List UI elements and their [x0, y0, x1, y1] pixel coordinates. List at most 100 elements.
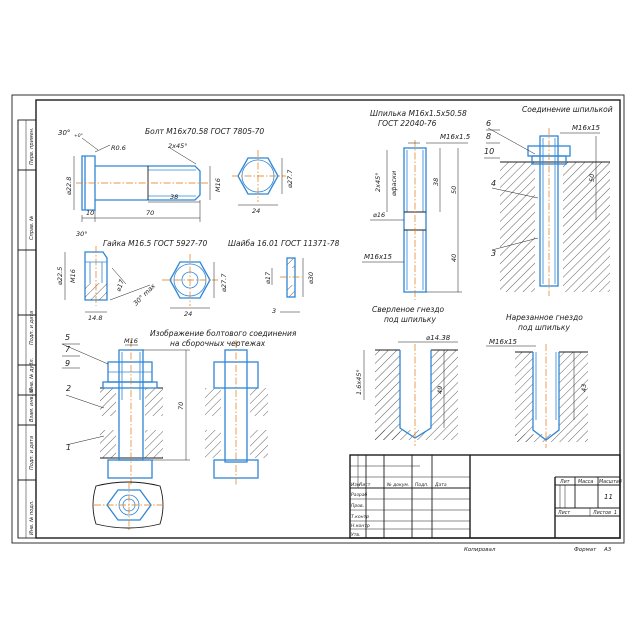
drilled-diameter: ⌀14.38	[426, 334, 451, 342]
nut-title: Гайка М16.5 ГОСТ 5927-70	[103, 239, 208, 248]
nut-angle: 30°	[76, 230, 88, 238]
bolt-across-flats: 24	[252, 207, 260, 215]
stud-d-shank: ⌀16	[373, 211, 385, 219]
stud-chamfer: 2х45°	[374, 172, 382, 192]
tb-sheets: Листов	[592, 510, 611, 516]
drilled-chamfer: 1.6х45°	[355, 369, 363, 395]
side-label-5: Подп. и дата	[29, 436, 35, 470]
stud-callout-8: 8	[486, 132, 491, 141]
assembly-thread: М16	[124, 337, 138, 345]
drilled-hole-view: Сверленое гнездо под шпильку ⌀14.38 1.6х…	[355, 305, 458, 446]
nut-d-side: ⌀27.7	[220, 273, 228, 292]
tapped-title-1: Нарезанное гнездо	[506, 313, 583, 322]
bolt-angle: 30°	[58, 129, 70, 137]
side-label-4: Взам. инв. №	[29, 388, 35, 422]
tapped-title-2: под шпильку	[518, 323, 570, 332]
format-value: А3	[603, 547, 612, 553]
drilled-title-2: под шпильку	[384, 315, 436, 324]
bolt-angle-sub: +0°	[74, 133, 83, 139]
bolt-len-thread: 38	[170, 193, 178, 201]
format-label: Формат	[574, 547, 597, 553]
side-label-1: Справ. №	[29, 216, 35, 240]
bolt-thread: М16	[214, 178, 222, 192]
washer-d-outer: ⌀30	[307, 272, 315, 284]
side-strip: Перв. примен. Справ. № Подп. и дата Инв.…	[29, 127, 35, 535]
stud-callout-4: 4	[491, 179, 496, 188]
nut-d-outer: ⌀22.5	[56, 267, 64, 285]
side-label-3: Инв. № дубл.	[29, 358, 35, 392]
stud-joint-dim: 50	[588, 174, 596, 182]
stud-len-50: 50	[450, 186, 458, 194]
title-block: Изм Лист № докум. Подп. Дата Разраб Пров…	[349, 454, 622, 539]
nut-view: Гайка М16.5 ГОСТ 5927-70 30° ⌀22.5 М16 ⌀…	[56, 230, 228, 322]
bolt-radius: R0.6	[111, 144, 126, 152]
stud-title-1: Шпилька М16х1.5х50.58	[370, 109, 467, 118]
assembly-title-1: Изображение болтового соединения	[150, 329, 297, 338]
nut-height: 14.8	[88, 314, 102, 322]
drilled-depth: 49	[436, 386, 444, 394]
bolt-len-total: 70	[146, 209, 154, 217]
bolt-d-side: ⌀27.7	[286, 169, 294, 188]
stud-joint-thread: М16х15	[572, 124, 601, 132]
tb-sheet-number: 11	[604, 493, 613, 501]
stud-thread-bottom: М16х15	[364, 253, 393, 261]
tb-sheet: Лист	[557, 510, 570, 516]
side-label-2: Подп. и дата	[29, 311, 35, 345]
stud-callout-10: 10	[484, 147, 494, 156]
washer-view: Шайба 16.01 ГОСТ 11371-78 ⌀17 ⌀30 3	[228, 239, 340, 315]
tb-mass: Масса	[578, 479, 593, 485]
drilled-title-1: Сверленое гнездо	[372, 305, 445, 314]
tb-row-5: Утв.	[351, 532, 360, 538]
stud-joint-view: Соединение шпилькой М16х15 50 6 8 10 4 3	[484, 105, 613, 296]
bolt-title: Болт М16х70.58 ГОСТ 7805-70	[145, 127, 264, 136]
tb-col-date: Дата	[434, 482, 447, 488]
callout-9: 9	[65, 359, 70, 368]
tb-col-doc: № докум.	[386, 482, 409, 488]
tb-col-list: Лист	[358, 482, 371, 488]
tb-col-izm: Изм	[351, 482, 361, 488]
assembly-length: 70	[177, 402, 185, 410]
stud-len-38: 38	[432, 178, 440, 186]
side-label-6: Инв. № подл.	[29, 501, 35, 536]
assembly-title-2: на сборочных чертежах	[170, 339, 266, 348]
copied-label: Копировал	[464, 547, 496, 553]
tb-col-sign: Подп.	[415, 482, 429, 488]
washer-title: Шайба 16.01 ГОСТ 11371-78	[228, 239, 340, 248]
nut-across-flats: 24	[184, 310, 192, 318]
washer-d-inner: ⌀17	[264, 271, 272, 284]
tb-row-0: Разраб	[351, 492, 367, 498]
callout-5: 5	[65, 333, 70, 342]
tapped-thread: М16х15	[489, 338, 518, 346]
tapped-hole-view: Нарезанное гнездо под шпильку М16х15 43	[486, 313, 588, 448]
stud-callout-6: 6	[486, 119, 491, 128]
nut-thread: М16	[69, 269, 77, 283]
stud-len-40: 40	[450, 254, 458, 262]
nut-angle2: 30° max	[132, 282, 157, 307]
tb-sheets-count: 1	[614, 510, 617, 516]
stud-title-2: ГОСТ 22040-76	[378, 119, 437, 128]
washer-thickness: 3	[272, 307, 276, 315]
tb-row-2: Т.контр	[351, 514, 369, 520]
bolt-view: Болт М16х70.58 ГОСТ 7805-70 ⌀22.8 30° +0…	[58, 127, 294, 222]
callout-1: 1	[66, 443, 71, 452]
assembly-view: Изображение болтового соединения на сбор…	[61, 329, 297, 530]
stud-d-bore: ⌀фаски	[390, 171, 398, 196]
tb-row-4: Н.контр	[351, 523, 370, 529]
callout-7: 7	[65, 345, 71, 354]
side-label-0: Перв. примен.	[29, 127, 35, 165]
stud-view: Шпилька М16х1.5х50.58 ГОСТ 22040-76 М16х…	[362, 109, 471, 300]
tb-scale: Масштаб	[599, 479, 622, 485]
stud-thread-top: М16х1.5	[440, 133, 471, 141]
bolt-d-body: ⌀22.8	[65, 177, 73, 195]
sheet-frame	[11, 94, 625, 544]
stud-callout-3: 3	[491, 249, 496, 258]
bolt-chamfer: 2х45°	[168, 142, 188, 150]
stud-joint-title: Соединение шпилькой	[522, 105, 613, 114]
bolt-len-head: 10	[86, 209, 94, 217]
nut-d-inner: ⌀17	[114, 278, 126, 293]
tb-lit: Лит	[559, 479, 570, 485]
callout-2: 2	[66, 384, 71, 393]
tapped-depth: 43	[580, 384, 588, 392]
tb-row-1: Пров.	[351, 503, 364, 509]
